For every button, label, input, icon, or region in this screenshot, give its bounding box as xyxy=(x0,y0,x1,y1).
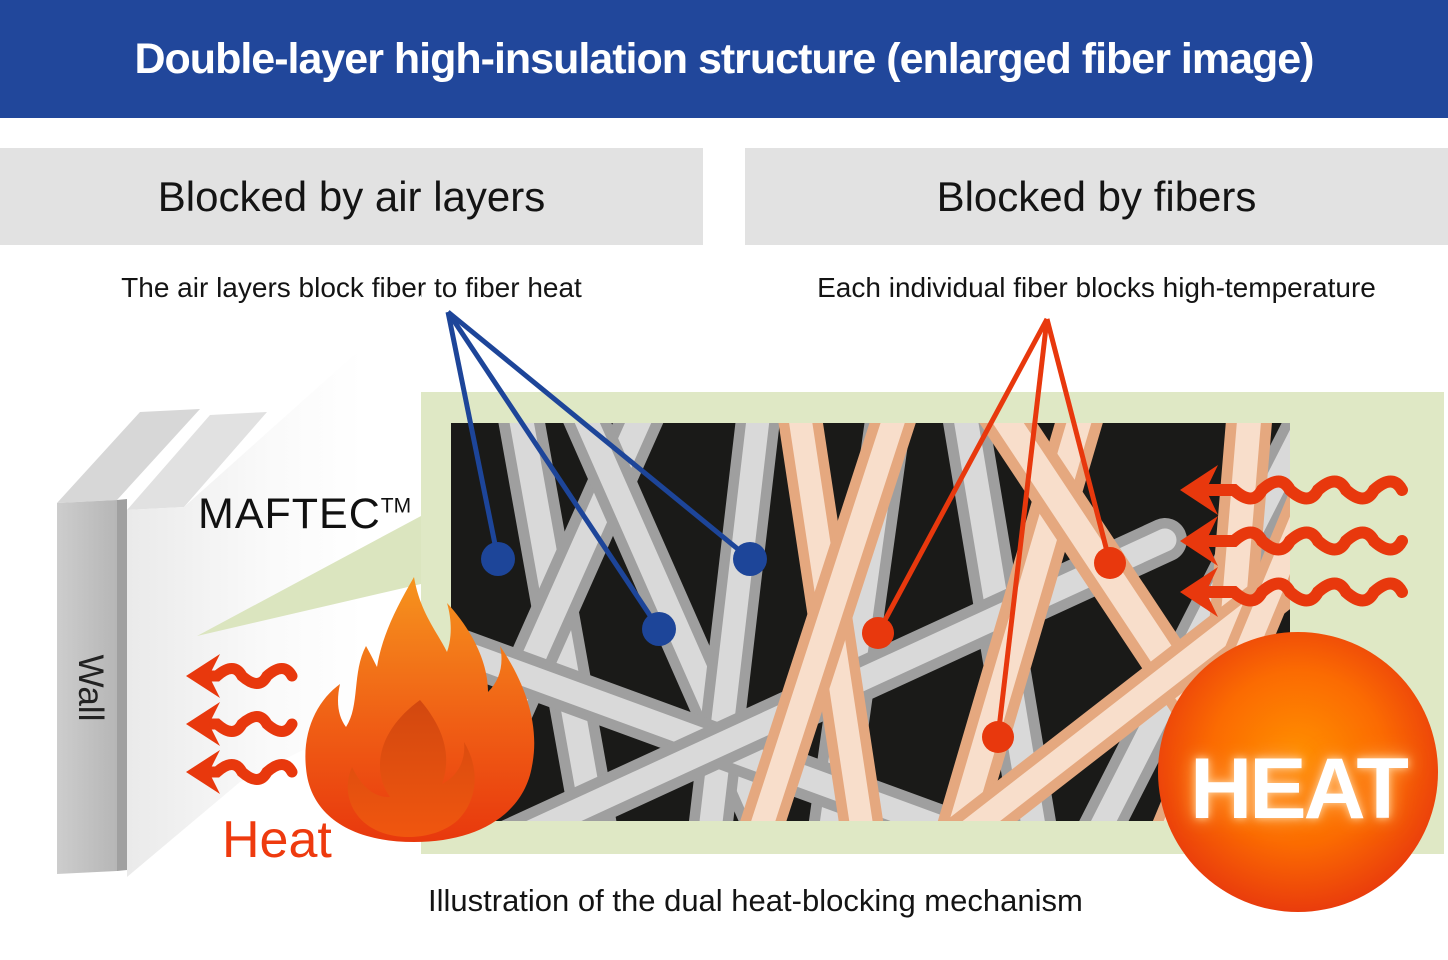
heat-wave-arrows-left xyxy=(186,654,298,794)
maftec-tm-mark: TM xyxy=(380,494,412,518)
wall-label: Wall xyxy=(71,654,110,722)
wall-slab-gap xyxy=(117,499,127,871)
diagram-caption: Illustration of the dual heat-blocking m… xyxy=(428,883,1083,918)
heat-circle xyxy=(1158,632,1438,912)
maftec-label: MAFTECTM xyxy=(198,490,411,539)
section-header-fibers: Blocked by fibers xyxy=(745,148,1448,245)
heat-wave-arrows-right xyxy=(1180,465,1408,617)
wall-slab-front-face xyxy=(57,500,117,874)
air-layer-leaders xyxy=(445,310,752,631)
fiber-leaders xyxy=(875,317,1113,738)
blue-dot-markers xyxy=(481,542,767,646)
wall-slab-top-face xyxy=(57,409,200,503)
fibers-description: Each individual fiber blocks high-temper… xyxy=(817,272,1376,303)
gray-fibers xyxy=(451,423,1290,821)
fiber-strands xyxy=(451,423,1290,821)
maftec-label-text: MAFTEC xyxy=(198,490,381,538)
section-header-air-label: Blocked by air layers xyxy=(157,172,546,220)
section-header-fibers-label: Blocked by fibers xyxy=(936,172,1257,220)
page-title: Double-layer high-insulation structure (… xyxy=(134,34,1314,83)
red-dot-markers xyxy=(862,547,1126,753)
heat-circle-label: HEAT xyxy=(1190,741,1409,837)
magnify-callout-wedge xyxy=(197,516,421,636)
section-header-air: Blocked by air layers xyxy=(0,148,703,245)
flame-icon xyxy=(305,577,535,842)
title-banner: Double-layer high-insulation structure (… xyxy=(0,0,1448,118)
heat-source-label: Heat xyxy=(222,811,332,869)
maftec-slab-top-face xyxy=(127,412,267,510)
air-description: The air layers block fiber to fiber heat xyxy=(121,272,582,303)
